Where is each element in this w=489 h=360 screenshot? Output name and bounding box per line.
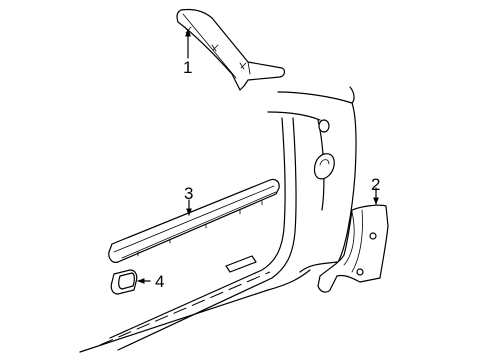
callout-1: 1 bbox=[183, 58, 192, 77]
callout-3: 3 bbox=[184, 184, 193, 203]
body-side-outline bbox=[79, 86, 357, 353]
part-1-pillar-trim bbox=[176, 8, 286, 91]
part-4-clip bbox=[110, 269, 138, 295]
part-2-kick-panel bbox=[317, 204, 389, 293]
callout-2: 2 bbox=[371, 175, 380, 194]
callout-4: 4 bbox=[155, 272, 164, 291]
part-3-sill-plate bbox=[108, 178, 280, 263]
sill-plate-clips bbox=[137, 200, 263, 257]
